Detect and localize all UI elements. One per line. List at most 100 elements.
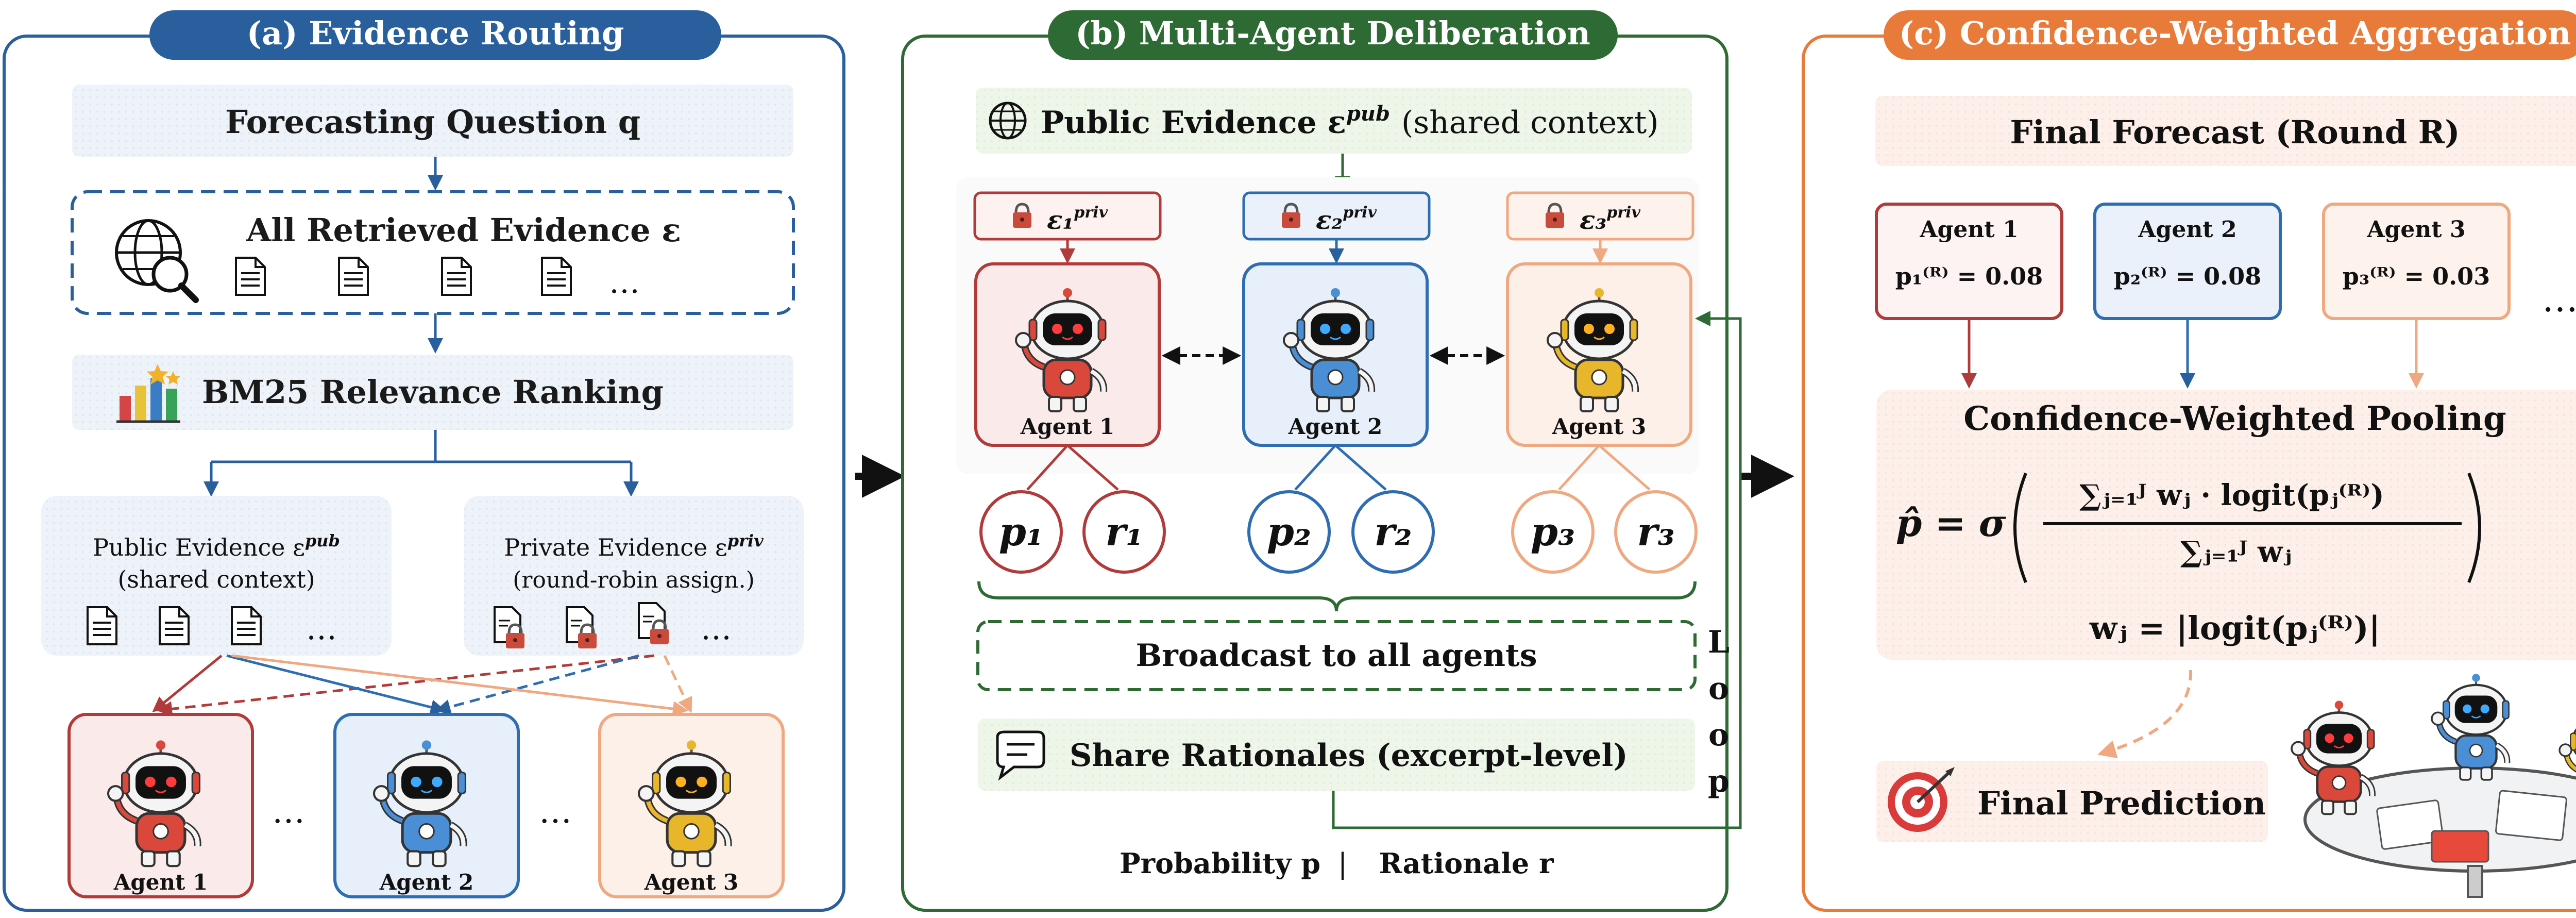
round-table-illustration — [2292, 674, 2576, 898]
speech-bubble-icon — [996, 730, 1045, 781]
final-forecast-text: Final Forecast (Round R) — [2010, 113, 2460, 151]
public-evidence-label: Public Evidence εpub(shared context) — [1041, 102, 1659, 141]
arrow-pool-to-prediction — [2097, 670, 2193, 759]
loop-label: L o o p — [1708, 624, 1730, 799]
deliberation-agent-3: Agent 3 — [1506, 262, 1692, 447]
svg-text:Agent 1: Agent 1 — [1020, 414, 1114, 439]
evidence-ellipsis: … — [609, 264, 640, 301]
output-p1 — [979, 490, 1063, 574]
pooling-denominator: ∑ⱼ₌₁ᴶ wⱼ — [2180, 535, 2292, 569]
agent-1-label: Agent 1 — [113, 870, 208, 895]
private-evidence-box — [464, 496, 804, 656]
panel-b: (b) Multi-Agent Deliberation Public Evid… — [901, 10, 1742, 912]
svg-text:p₂⁽ᴿ⁾ = 0.08: p₂⁽ᴿ⁾ = 0.08 — [2114, 262, 2261, 290]
panel-a: (a) Evidence Routing Forecasting Questio… — [3, 10, 845, 912]
svg-text:p: p — [1708, 763, 1730, 799]
question-text: Forecasting Question q — [225, 103, 640, 141]
pooling-title: Confidence-Weighted Pooling — [1963, 399, 2506, 438]
svg-text:Agent 2: Agent 2 — [2138, 216, 2236, 243]
final-forecast-box — [1875, 96, 2576, 166]
ranking-box — [72, 355, 793, 430]
left-paren — [2013, 472, 2027, 583]
panel-c: (c) Confidence-Weighted Aggregation Fina… — [1802, 10, 2576, 912]
share-rationales-box — [978, 719, 1695, 791]
final-prediction-box — [1876, 761, 2268, 842]
panel-b-header — [1048, 10, 1618, 60]
final-prediction-text: Final Prediction — [1977, 785, 2266, 822]
output-p2 — [1247, 490, 1331, 574]
agent-card-3: Agent 3 — [598, 713, 785, 898]
legend-probability: Probability p — [1120, 847, 1320, 880]
svg-text:p₃: p₃ — [1531, 509, 1575, 555]
private-evidence-title: Private Evidence εpriv — [504, 531, 764, 561]
final-agent-2: Agent 2 p₂⁽ᴿ⁾ = 0.08 — [2093, 203, 2282, 320]
weight-formula: wⱼ = |logit(pⱼ⁽ᴿ⁾)| — [2089, 609, 2380, 647]
priv-label-3: ε₃priv — [1506, 191, 1694, 241]
deliberation-agent-2: Agent 2 — [1242, 262, 1429, 447]
public-ellipsis: … — [306, 611, 337, 647]
svg-text:p₁⁽ᴿ⁾ = 0.08: p₁⁽ᴿ⁾ = 0.08 — [1895, 262, 2043, 290]
right-paren — [2467, 472, 2481, 583]
loop-path — [1332, 317, 1742, 829]
final-ellipsis: … — [2542, 278, 2576, 320]
panel-a-header — [149, 10, 721, 60]
document-icon — [235, 257, 266, 296]
document-icon — [441, 257, 472, 296]
legend-separator: | — [1338, 847, 1347, 880]
private-evidence-subtitle: (round-robin assign.) — [513, 567, 755, 593]
routing-lines — [152, 654, 692, 717]
svg-text:r₁: r₁ — [1105, 509, 1143, 555]
output-p3 — [1511, 490, 1595, 574]
output-r2 — [1351, 490, 1435, 574]
document-icon — [231, 606, 262, 645]
pooling-numerator: ∑ⱼ₌₁ᴶ wⱼ · logit(pⱼ⁽ᴿ⁾) — [2079, 478, 2384, 512]
panel-b-title: (b) Multi-Agent Deliberation — [1075, 14, 1590, 52]
panel-a-title: (a) Evidence Routing — [247, 14, 624, 52]
question-box — [72, 85, 793, 157]
legend-rationale: Rationale r — [1379, 847, 1554, 880]
target-icon — [1888, 767, 1955, 832]
globe-search-icon — [115, 219, 199, 303]
ranking-text: BM25 Relevance Ranking — [202, 373, 664, 411]
public-evidence-subtitle: (shared context) — [117, 565, 315, 593]
final-agent-3: Agent 3 p₃⁽ᴿ⁾ = 0.03 — [2322, 203, 2511, 320]
bar-chart-icon — [116, 364, 180, 423]
agent-card-1: Agent 1 — [67, 713, 254, 898]
document-icon — [338, 257, 369, 296]
agent-2-label: Agent 2 — [379, 870, 473, 895]
svg-text:r₂: r₂ — [1374, 509, 1412, 555]
svg-text:p₂: p₂ — [1267, 509, 1311, 555]
svg-text:Agent 1: Agent 1 — [1919, 216, 2018, 243]
svg-text:Agent 3: Agent 3 — [2366, 216, 2465, 243]
share-rationales-text: Share Rationales (excerpt-level) — [1070, 738, 1628, 774]
svg-text:o: o — [1708, 671, 1729, 707]
panel-c-title: (c) Confidence-Weighted Aggregation — [1899, 14, 2571, 52]
panel-c-header — [1884, 10, 2576, 60]
priv-label-1: ε₁priv — [973, 191, 1162, 241]
public-evidence-box — [41, 496, 392, 656]
pooling-lhs: p̂ = σ — [1896, 501, 2007, 545]
agent-ellipsis: … — [539, 793, 572, 831]
svg-text:ε₃priv: ε₃priv — [1580, 204, 1640, 235]
broadcast-box — [976, 620, 1697, 691]
all-evidence-text: All Retrieved Evidence ε — [246, 211, 681, 249]
deliberation-agent-1: Agent 1 — [974, 262, 1161, 447]
output-r1 — [1082, 490, 1166, 574]
svg-text:r₃: r₃ — [1637, 509, 1674, 555]
globe-icon — [989, 102, 1027, 140]
svg-text:ε₁priv: ε₁priv — [1047, 204, 1108, 235]
svg-text:p₁: p₁ — [999, 509, 1043, 555]
svg-text:L: L — [1708, 624, 1730, 660]
document-icon — [541, 257, 572, 296]
svg-text:Agent 3: Agent 3 — [1552, 414, 1646, 439]
private-ellipsis: … — [701, 611, 732, 647]
svg-text:Agent 2: Agent 2 — [1288, 414, 1382, 439]
svg-text:ε₂priv: ε₂priv — [1316, 204, 1377, 235]
priv-label-2: ε₂priv — [1242, 191, 1431, 241]
collect-brace — [977, 581, 1697, 612]
output-r3 — [1614, 490, 1698, 574]
svg-text:o: o — [1708, 717, 1729, 753]
agent-card-2: Agent 2 — [333, 713, 520, 898]
final-agent-1: Agent 1 p₁⁽ᴿ⁾ = 0.08 — [1875, 203, 2063, 320]
